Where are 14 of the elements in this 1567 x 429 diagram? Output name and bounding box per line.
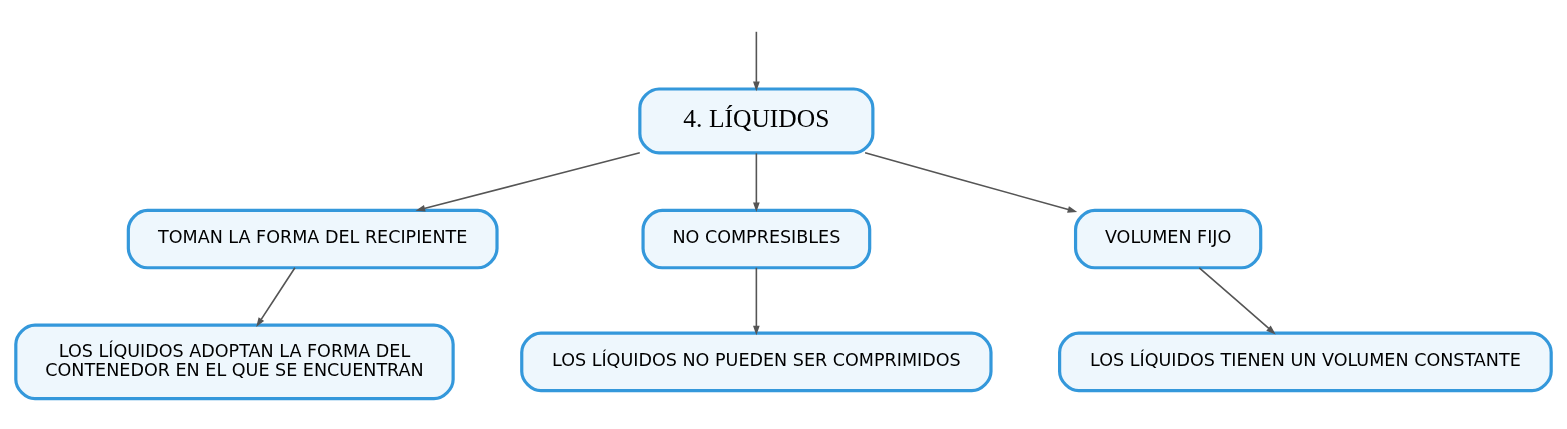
node-box: LOS LÍQUIDOS NO PUEDEN SER COMPRIMIDOS <box>520 331 993 393</box>
node-box: TOMAN LA FORMA DEL RECIPIENTE <box>126 208 499 270</box>
node-box: 4. LÍQUIDOS <box>638 87 875 155</box>
node-box: LOS LÍQUIDOS TIENEN UN VOLUMEN CONSTANTE <box>1058 331 1553 393</box>
node-box: LOS LÍQUIDOS ADOPTAN LA FORMA DEL CONTENEDOR EN EL QUE SE ENCUENTRAN <box>14 323 455 401</box>
arrow <box>753 31 760 92</box>
node-box: VOLUMEN FIJO <box>1073 208 1263 270</box>
arrow <box>256 266 296 328</box>
arrow <box>1198 266 1276 335</box>
arrow <box>415 151 641 212</box>
node-box: NO COMPRESIBLES <box>641 208 872 270</box>
arrow <box>753 152 760 213</box>
arrow <box>864 152 1078 213</box>
arrow <box>753 266 760 336</box>
